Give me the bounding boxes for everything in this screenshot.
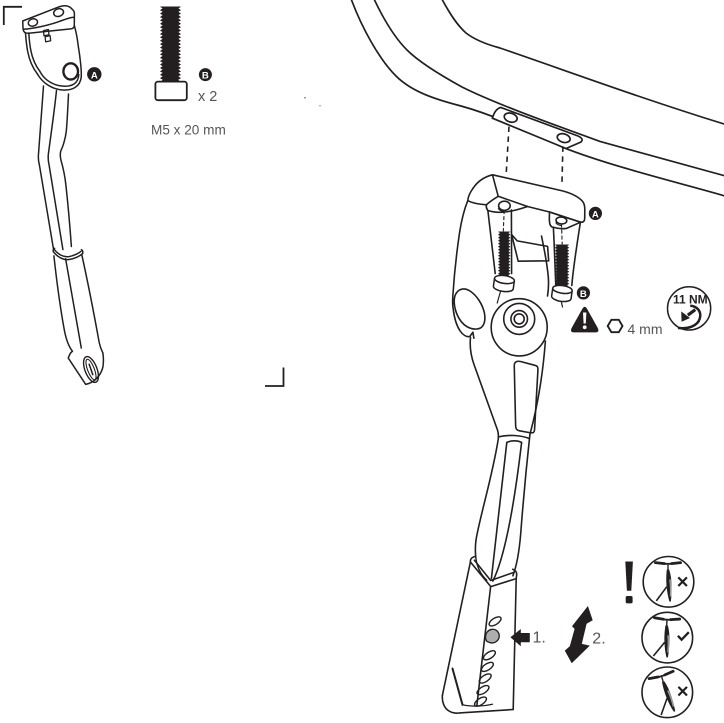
svg-text:M5 x 20 mm: M5 x 20 mm [151,123,226,138]
svg-text:1.: 1. [533,630,546,647]
svg-text:B: B [580,289,587,300]
svg-text:11 NM: 11 NM [673,292,708,306]
svg-text:A: A [91,70,98,81]
svg-text:2.: 2. [592,631,605,648]
svg-text:4 mm: 4 mm [628,321,663,337]
svg-text:B: B [202,71,209,82]
svg-text:x 2: x 2 [198,89,217,105]
svg-text:A: A [592,209,599,220]
